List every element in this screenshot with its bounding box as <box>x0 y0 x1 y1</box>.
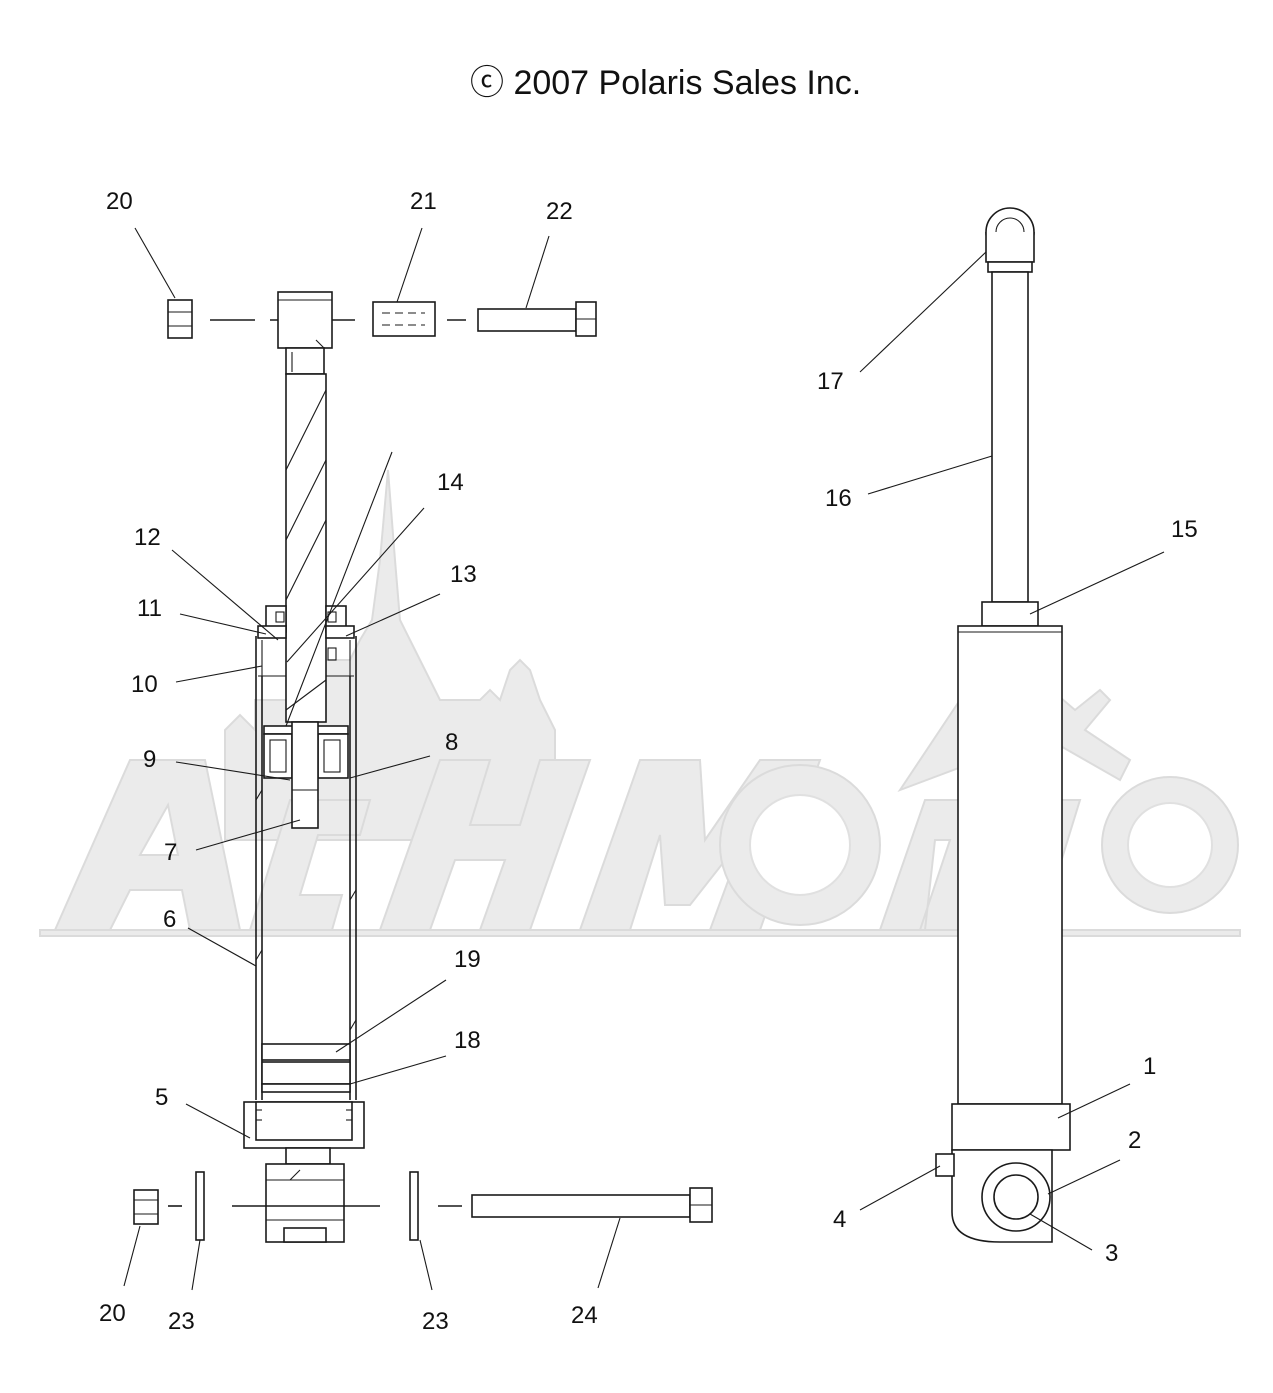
callout-9: 9 <box>143 746 156 773</box>
part-17-upper-eye <box>985 207 1035 273</box>
callout-21: 21 <box>410 188 437 215</box>
part-20-upper-nut <box>167 299 193 339</box>
callout-1: 1 <box>1143 1053 1156 1080</box>
part-21-bushing <box>372 301 436 337</box>
callout-16: 16 <box>825 485 852 512</box>
callout-5: 5 <box>155 1084 168 1111</box>
callout-7: 7 <box>164 839 177 866</box>
callout-11: 11 <box>137 595 162 622</box>
callout-15: 15 <box>1171 516 1198 543</box>
part-3-bearing <box>993 1174 1039 1220</box>
part-16-piston-rod <box>991 271 1029 603</box>
seal-head-assembly <box>257 605 355 677</box>
watermark-logo <box>39 469 1241 937</box>
callout-13: 13 <box>450 561 477 588</box>
callout-17: 17 <box>817 368 844 395</box>
callout-19: 19 <box>454 946 481 973</box>
part-15-seal <box>981 601 1039 627</box>
callout-24: 24 <box>571 1302 598 1329</box>
callout-23-left: 23 <box>168 1308 195 1335</box>
callout-23-right: 23 <box>422 1308 449 1335</box>
callout-20-lower: 20 <box>99 1300 126 1327</box>
callout-10: 10 <box>131 671 158 698</box>
callout-12: 12 <box>134 524 161 551</box>
part-23-right-washer <box>409 1171 419 1241</box>
part-4-valve <box>935 1153 955 1177</box>
lower-eyelet <box>265 1163 345 1243</box>
callout-6: 6 <box>163 906 176 933</box>
part-6-shock-body-section <box>255 636 357 1100</box>
floating-piston <box>261 1043 351 1093</box>
callout-22: 22 <box>546 198 573 225</box>
upper-eyelet <box>277 291 333 375</box>
callout-18: 18 <box>454 1027 481 1054</box>
callout-labels: 20 21 22 14 12 13 11 10 9 8 7 6 19 18 5 … <box>99 188 1198 1335</box>
part-16-piston-rod-section <box>285 373 327 723</box>
callout-2: 2 <box>1128 1127 1141 1154</box>
exploded-view <box>133 291 713 1243</box>
part-1-shock-body <box>957 625 1063 1105</box>
callout-8: 8 <box>445 729 458 756</box>
part-22-upper-bolt <box>477 301 597 337</box>
assembled-view <box>935 207 1071 1243</box>
piston-assembly <box>263 721 349 829</box>
leader-lines <box>123 227 1165 1291</box>
part-24-lower-bolt <box>471 1187 713 1223</box>
part-5-end-cap <box>243 1101 365 1165</box>
callout-4: 4 <box>833 1206 846 1233</box>
part-20-lower-nut <box>133 1189 159 1225</box>
part-23-left-washer <box>195 1171 205 1241</box>
callout-20-upper: 20 <box>106 188 133 215</box>
copyright-text: ⓒ 2007 Polaris Sales Inc. <box>470 64 861 102</box>
callout-3: 3 <box>1105 1240 1118 1267</box>
callout-14: 14 <box>437 469 464 496</box>
